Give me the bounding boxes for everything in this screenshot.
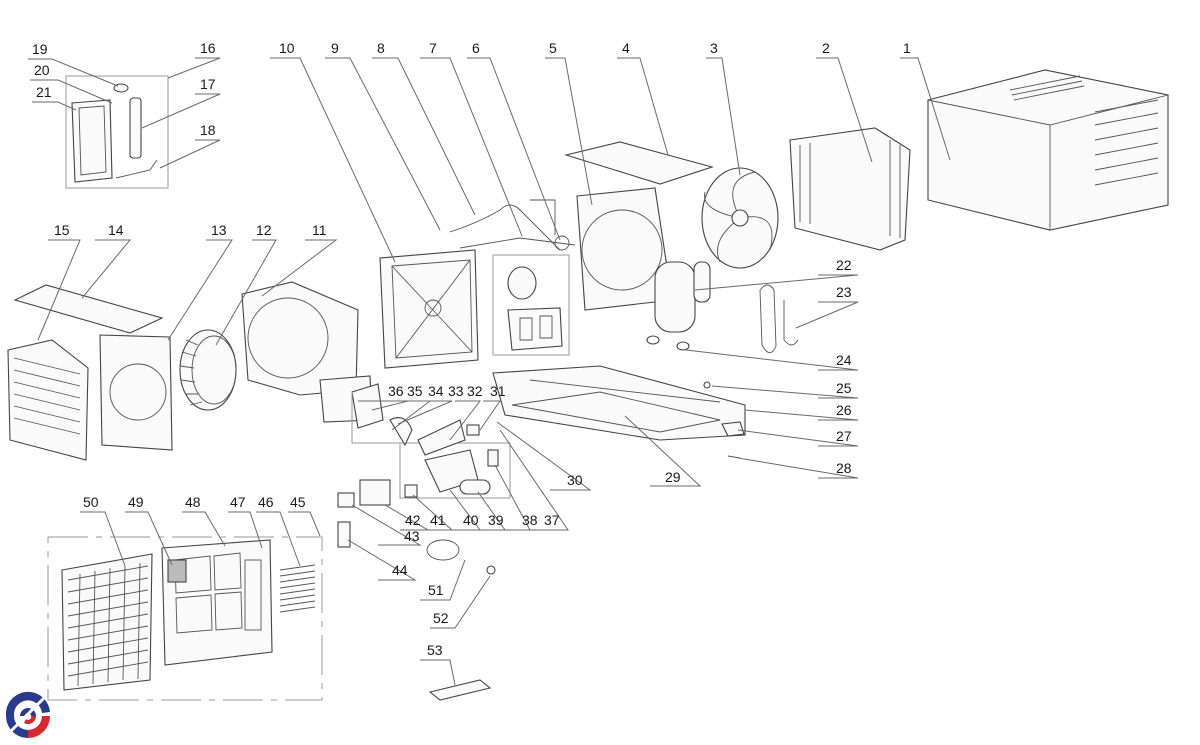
label-4: 4 bbox=[622, 40, 630, 56]
part-base-pan-29 bbox=[492, 365, 746, 441]
label-31: 31 bbox=[490, 383, 506, 399]
label-53: 53 bbox=[427, 642, 443, 658]
label-47: 47 bbox=[230, 494, 246, 510]
part-remote-control-53 bbox=[428, 679, 492, 701]
label-35: 35 bbox=[407, 383, 423, 399]
part-electric-box-cover-36 bbox=[351, 383, 384, 429]
part-evaporator-top-plate-14 bbox=[13, 284, 164, 334]
label-24: 24 bbox=[836, 352, 852, 368]
part-front-frame-48 bbox=[161, 539, 273, 666]
brand-logo bbox=[5, 691, 50, 738]
electric-box-group-lead bbox=[351, 392, 400, 444]
part-bracket-18 bbox=[115, 159, 158, 179]
label-9: 9 bbox=[331, 40, 339, 56]
part-blower-wheel-12 bbox=[179, 329, 237, 411]
part-receiver-board-43 bbox=[337, 492, 355, 508]
part-pipes bbox=[449, 199, 576, 251]
label-10: 10 bbox=[279, 40, 295, 56]
label-28: 28 bbox=[836, 460, 852, 476]
label-42: 42 bbox=[405, 512, 421, 528]
label-8: 8 bbox=[377, 40, 385, 56]
part-capacitor-39 bbox=[459, 479, 491, 495]
label-17: 17 bbox=[200, 76, 216, 92]
part-top-cover-4 bbox=[563, 141, 714, 185]
part-evaporator-15 bbox=[7, 339, 89, 461]
label-16: 16 bbox=[200, 40, 216, 56]
part-labels: 19 20 21 16 17 18 10 9 8 7 6 5 4 3 2 1 1… bbox=[32, 40, 911, 658]
label-22: 22 bbox=[836, 257, 852, 273]
label-5: 5 bbox=[549, 40, 557, 56]
part-display-board-42 bbox=[359, 479, 391, 506]
part-u-pipe-23 bbox=[759, 284, 799, 354]
label-30: 30 bbox=[567, 472, 583, 488]
label-3: 3 bbox=[710, 40, 718, 56]
label-13: 13 bbox=[211, 222, 227, 238]
part-drain-clip-28 bbox=[727, 455, 741, 459]
label-15: 15 bbox=[54, 222, 70, 238]
label-6: 6 bbox=[472, 40, 480, 56]
label-11: 11 bbox=[312, 222, 327, 238]
front-panel-group-box bbox=[47, 536, 323, 701]
label-41: 41 bbox=[430, 512, 446, 528]
part-switch-38 bbox=[487, 449, 499, 467]
label-25: 25 bbox=[836, 380, 852, 396]
label-33: 33 bbox=[448, 383, 464, 399]
part-condenser-2 bbox=[789, 127, 911, 251]
label-2: 2 bbox=[822, 40, 830, 56]
part-front-grille-50 bbox=[61, 553, 153, 691]
part-outer-cabinet-1 bbox=[927, 69, 1169, 231]
label-50: 50 bbox=[83, 494, 99, 510]
label-43: 43 bbox=[404, 528, 420, 544]
label-29: 29 bbox=[665, 469, 681, 485]
part-cover-34 bbox=[389, 417, 413, 447]
label-39: 39 bbox=[488, 512, 504, 528]
label-37: 37 bbox=[544, 512, 560, 528]
part-partition-10 bbox=[379, 249, 479, 369]
part-frame-21 bbox=[71, 99, 113, 183]
label-48: 48 bbox=[185, 494, 201, 510]
label-1: 1 bbox=[903, 40, 911, 56]
label-7: 7 bbox=[429, 40, 437, 56]
label-51: 51 bbox=[428, 582, 444, 598]
label-20: 20 bbox=[34, 62, 50, 78]
part-axial-fan-3 bbox=[701, 167, 779, 269]
label-38: 38 bbox=[522, 512, 538, 528]
part-nut-25 bbox=[703, 381, 711, 389]
parts-drawing bbox=[7, 69, 1169, 701]
label-18: 18 bbox=[200, 122, 216, 138]
label-45: 45 bbox=[290, 494, 306, 510]
label-46: 46 bbox=[258, 494, 274, 510]
part-relay-31 bbox=[466, 424, 480, 436]
leader-lines bbox=[28, 57, 951, 686]
label-23: 23 bbox=[836, 284, 852, 300]
part-compressor-22 bbox=[646, 261, 711, 351]
part-display-holder-44 bbox=[337, 521, 351, 548]
part-louver-46 bbox=[279, 564, 316, 613]
part-hinge-27 bbox=[721, 421, 745, 437]
part-fan-motor bbox=[507, 266, 563, 351]
label-34: 34 bbox=[428, 383, 444, 399]
part-sensor-52 bbox=[486, 565, 496, 575]
motor-box bbox=[492, 254, 570, 356]
part-filter-49 bbox=[167, 559, 187, 583]
label-21: 21 bbox=[36, 84, 52, 100]
label-14: 14 bbox=[108, 222, 124, 238]
part-evaporator-back-panel-13 bbox=[99, 334, 173, 451]
label-49: 49 bbox=[128, 494, 144, 510]
part-fan-shroud-5 bbox=[576, 187, 673, 311]
label-44: 44 bbox=[392, 562, 408, 578]
drain-assembly-box bbox=[65, 75, 169, 189]
part-side-plate-17 bbox=[129, 97, 142, 159]
label-19: 19 bbox=[32, 41, 48, 57]
label-52: 52 bbox=[433, 610, 449, 626]
label-40: 40 bbox=[463, 512, 479, 528]
part-label-41 bbox=[404, 484, 418, 498]
part-sensor-wire-51 bbox=[426, 539, 460, 561]
part-control-board-32 bbox=[417, 419, 466, 456]
label-27: 27 bbox=[836, 428, 852, 444]
label-36: 36 bbox=[388, 383, 404, 399]
label-26: 26 bbox=[836, 402, 852, 418]
label-32: 32 bbox=[467, 383, 483, 399]
label-12: 12 bbox=[256, 222, 272, 238]
